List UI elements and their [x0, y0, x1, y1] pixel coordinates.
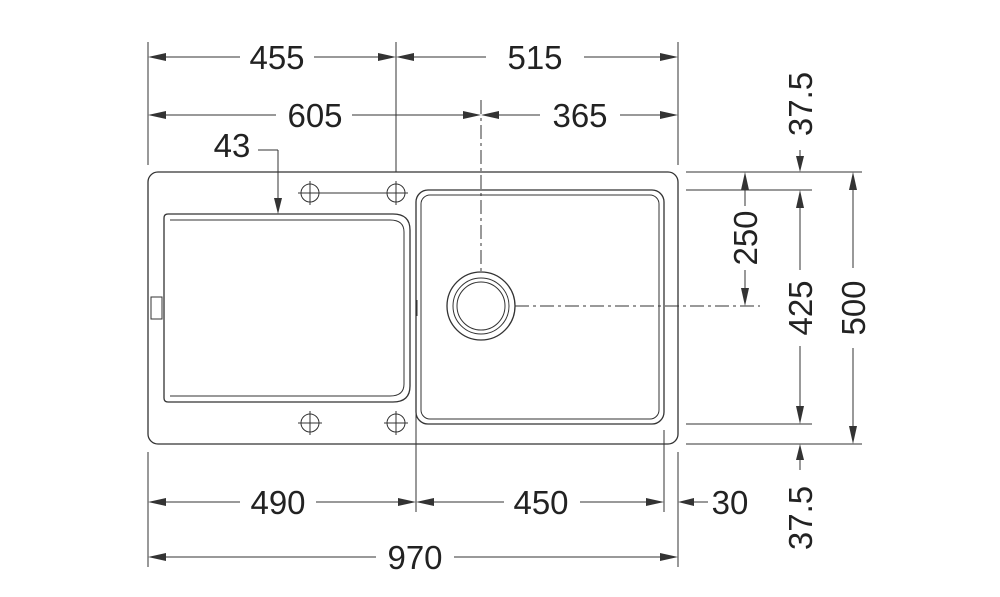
dimension-drain-depth: 250	[727, 172, 764, 306]
dimension-tap-offset: 43	[214, 127, 282, 214]
dim-label: 455	[249, 39, 304, 76]
dimension-bottom-row: 490 450 30	[148, 484, 748, 521]
dim-label: 490	[250, 484, 305, 521]
dimension-second-row: 605 365	[148, 97, 678, 134]
dim-label: 37.5	[782, 72, 819, 136]
dimension-overall-depth: 500	[835, 172, 872, 444]
dim-label: 970	[387, 539, 442, 576]
dim-label: 605	[287, 97, 342, 134]
dim-label: 30	[712, 484, 749, 521]
dimension-bowl-depth: 425	[782, 190, 819, 424]
dim-label: 250	[727, 210, 764, 265]
dimension-overall-width: 970	[148, 539, 678, 576]
sink-outline	[147, 171, 679, 445]
dim-label: 450	[513, 484, 568, 521]
dim-label: 425	[782, 280, 819, 335]
dim-label: 43	[214, 127, 251, 164]
drain-icon	[446, 271, 516, 341]
extension-lines	[147, 42, 862, 567]
dimension-top-rim: 37.5	[782, 72, 819, 172]
mounting-hole-icon	[298, 411, 322, 435]
dim-label: 515	[507, 39, 562, 76]
dim-label: 500	[835, 280, 872, 335]
dimension-top-row: 455 515	[148, 39, 678, 76]
dimension-bottom-rim: 37.5	[782, 444, 819, 550]
dim-label: 365	[552, 97, 607, 134]
tap-hole-icon	[298, 181, 322, 205]
tap-hole-icon	[384, 181, 408, 205]
dim-label: 37.5	[782, 486, 819, 550]
mounting-hole-icon	[384, 411, 408, 435]
